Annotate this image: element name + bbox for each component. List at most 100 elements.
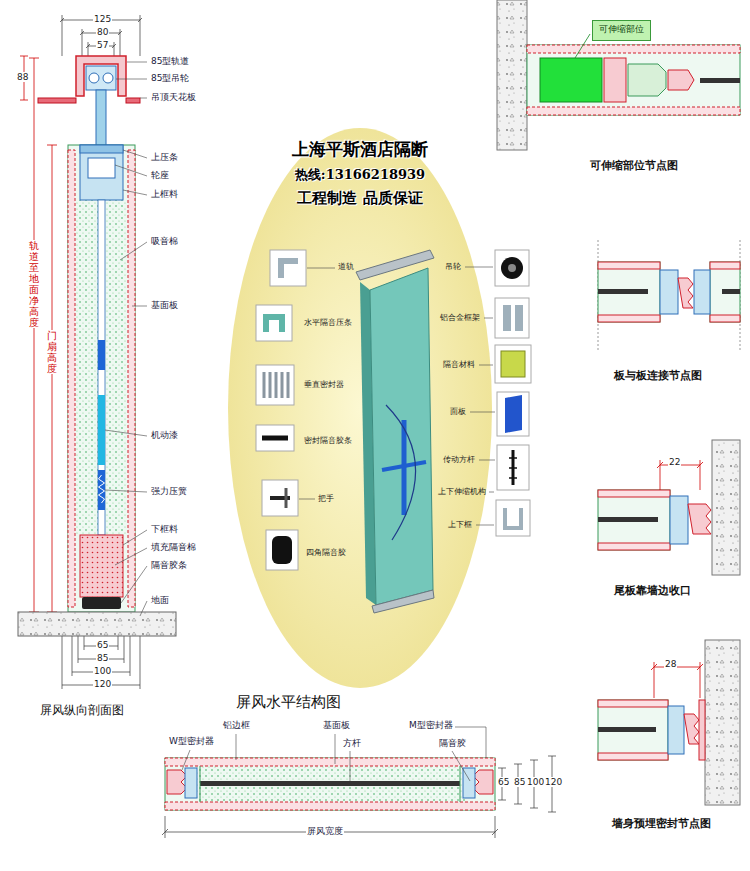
horizontal-section [162,816,498,838]
dimension-value: 28 [664,659,677,669]
horizontal-section [185,768,197,798]
leader-lines [105,62,147,616]
part-icon-figure [278,258,298,278]
part-icon-figure [508,264,516,272]
part-label: 填充隔音棉 [150,542,197,552]
part-label: 传动方杆 [443,455,475,464]
part-label: 隔音胶 [438,738,467,748]
part-icon [256,250,531,570]
horizontal-section [182,727,486,781]
promo-text: 工程制造 品质保证 [297,189,422,208]
horizontal-section [200,781,460,786]
panel-illustration [356,250,434,613]
part-label: 铝边框 [222,720,251,730]
dimension-value: 57 [96,40,109,50]
dimension-label: 门扇高度 [47,330,57,374]
panel-illustration [402,420,407,515]
end-panel-detail [598,490,670,550]
panel-joint-detail [710,262,740,322]
panel-joint-detail [660,270,678,314]
horizontal-section [165,758,495,766]
spring [99,475,105,503]
horizontal-section [165,802,495,810]
part-icon-figure [262,436,288,441]
panel-illustration [382,462,426,470]
telescopic-joint-detail [700,78,740,83]
end-panel-detail [712,440,740,575]
panel-joint-detail [722,289,740,294]
callout-text: 可伸缩部位 [599,23,644,36]
panel-joint-detail [598,289,648,294]
dimension-lines [62,15,140,56]
horizontal-section [200,766,460,802]
telescopic-joint-detail [575,34,590,58]
spring [98,470,105,510]
part-label: 把手 [318,494,334,503]
part-label: 基面板 [322,720,351,730]
part-icon-figure [505,395,522,433]
horizontal-section [473,770,493,794]
horizontal-section [162,756,556,838]
dimension-value: 85 [96,653,109,663]
figure-caption: 屏风纵向剖面图 [40,704,124,718]
drive-bar [98,200,105,535]
part-label: 上下伸缩机构 [438,487,486,496]
top-strip [80,145,123,153]
floor [18,612,176,636]
leader-lines [105,62,147,616]
panel-joint-detail [678,278,693,308]
part-icon [497,445,529,490]
ellipse-shape [228,128,492,688]
part-label: 面板 [450,407,466,416]
horizontal-section [162,727,556,838]
telescopic-joint-detail [527,107,740,115]
ceiling-board [126,98,140,103]
panel-joint-detail [598,315,660,322]
wall-embed-detail [699,700,705,760]
panel-joint-detail [710,262,740,269]
wall-embed-detail [684,714,699,744]
part-icon-figure [270,496,290,500]
dimension-value: 100 [93,666,112,676]
hanger-wheel [103,73,113,83]
dimension-value: 85 [513,777,526,787]
wall-embed-detail [598,700,668,707]
wall-embed-detail [598,700,668,760]
wall-embed-detail [598,753,668,760]
telescopic-joint-detail [540,58,602,102]
part-icon [256,365,294,405]
part-label: 密封隔音胶条 [304,436,352,445]
seal-strip [82,597,121,609]
part-icon-figure [285,488,288,508]
telescopic-joint-detail [668,70,694,90]
wall-embed-detail [668,706,684,754]
height-dimension [29,58,57,612]
dimension-value: 65 [497,777,510,787]
part-icon [495,298,529,338]
horizontal-section [182,727,486,781]
panel-illustration [372,590,434,613]
part-label: 85型吊轮 [150,73,190,83]
panel-illustration [386,405,416,540]
part-icon [266,530,298,570]
figure-caption: 尾板靠墙边收口 [614,585,691,598]
callout-box: 可伸缩部位 [592,20,651,41]
part-label: 上压条 [150,152,179,162]
part-icon [497,392,529,436]
part-icon [256,305,292,341]
figure-caption: 可伸缩部位节点图 [590,160,678,173]
part-icon [256,425,294,451]
part-icon-figure [501,351,525,377]
panel-illustration [370,268,433,605]
part-label: W型密封器 [168,736,215,746]
panel-joint-detail [598,240,740,352]
telescopic-joint-detail [628,64,666,96]
part-label: 吊顶天花板 [150,92,197,102]
wall-embed-detail [598,727,656,732]
part-label: 隔音胶条 [150,560,188,570]
part-label: 四角隔音胶 [306,548,346,557]
part-label: 上框料 [150,189,179,199]
telescopic-joint-detail [497,0,740,150]
height-dimension [20,56,57,612]
part-icon [495,345,531,383]
